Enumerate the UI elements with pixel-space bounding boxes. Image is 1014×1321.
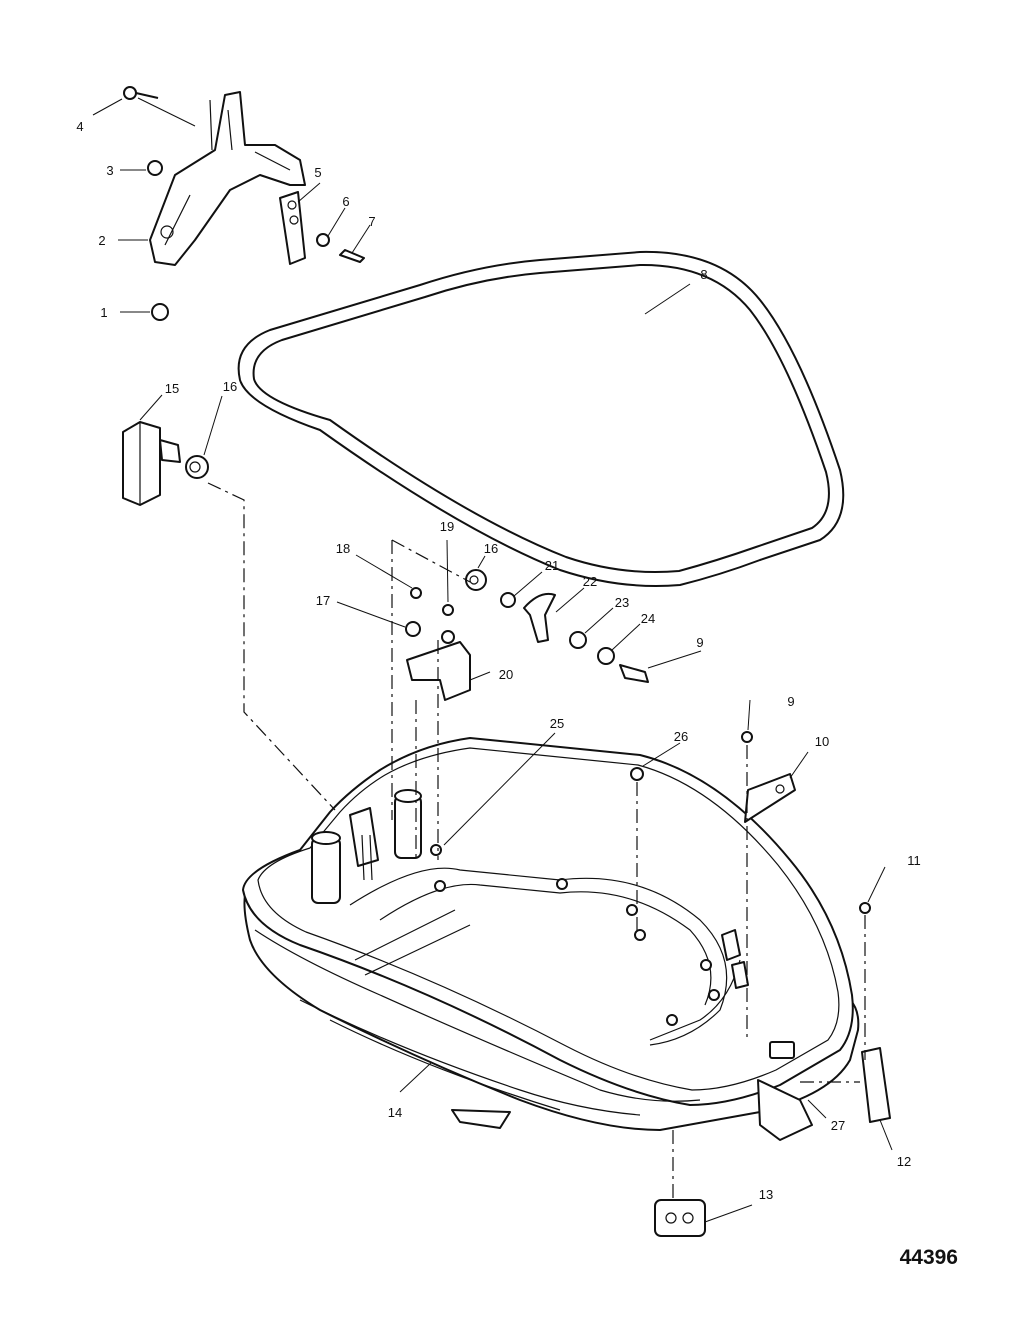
drawing-number: 44396 (900, 1246, 958, 1269)
callout-23: 23 (615, 595, 629, 610)
callout-16-left: 16 (223, 379, 237, 394)
callout-17: 17 (316, 593, 330, 608)
callout-10: 10 (815, 734, 829, 749)
callout-11: 11 (907, 853, 921, 868)
lock-hardware (405, 587, 649, 701)
callout-24: 24 (641, 611, 655, 626)
callout-22: 22 (583, 574, 597, 589)
callout-21: 21 (545, 558, 559, 573)
callout-8: 8 (700, 267, 707, 282)
callout-26: 26 (674, 729, 688, 744)
cowl-seal (237, 250, 845, 587)
assembly-guidelines (207, 482, 866, 1200)
callout-12: 12 (897, 1154, 911, 1169)
callout-19: 19 (440, 519, 454, 534)
callout-20: 20 (499, 667, 513, 682)
callout-18: 18 (336, 541, 350, 556)
bracket-assembly (123, 86, 365, 321)
callout-9-lower: 9 (787, 694, 794, 709)
callout-4: 4 (76, 119, 83, 134)
callout-2: 2 (98, 233, 105, 248)
callout-7: 7 (368, 214, 375, 229)
bottom-cowl (242, 737, 860, 1141)
callout-15: 15 (165, 381, 179, 396)
side-hardware (430, 731, 891, 1237)
callout-6: 6 (342, 194, 349, 209)
callout-5: 5 (314, 165, 321, 180)
callout-3: 3 (106, 163, 113, 178)
callout-27: 27 (831, 1118, 845, 1133)
callout-9-upper: 9 (696, 635, 703, 650)
callout-14: 14 (388, 1105, 402, 1120)
callout-16-right: 16 (484, 541, 498, 556)
callout-13: 13 (759, 1187, 773, 1202)
callout-1: 1 (100, 305, 107, 320)
latch-handle (122, 421, 181, 506)
leader-lines (92, 97, 893, 1223)
callout-25: 25 (550, 716, 564, 731)
callout-labels: 1 2 3 4 5 6 7 8 9 9 10 11 12 13 14 15 16… (76, 119, 920, 1202)
